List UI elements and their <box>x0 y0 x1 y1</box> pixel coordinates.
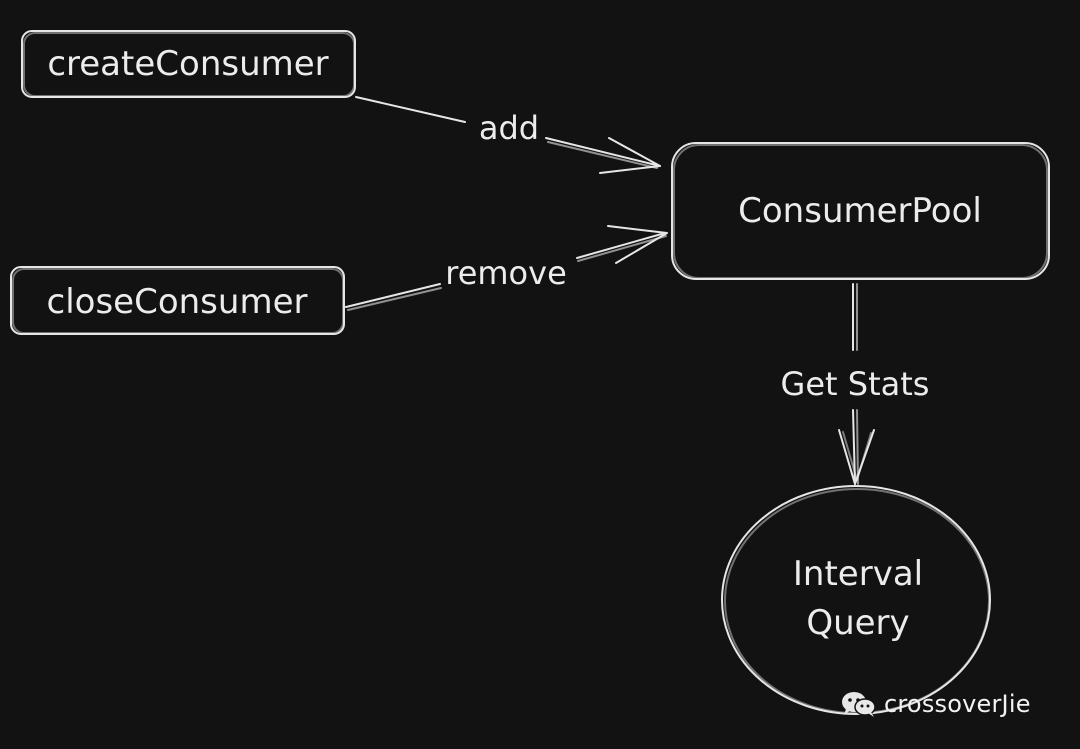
remove-arrowhead <box>607 225 668 264</box>
remove-label: remove <box>445 254 567 292</box>
wechat-icon <box>842 692 876 717</box>
watermark: crossoverJie <box>840 688 1031 720</box>
consumer-pool-node: ConsumerPool <box>671 142 1050 280</box>
watermark-text: crossoverJie <box>884 690 1031 718</box>
get-stats-label: Get Stats <box>781 365 930 403</box>
close-consumer-node: closeConsumer <box>10 266 345 335</box>
add-edge: add <box>355 96 661 174</box>
interval-query-node: Interval Query <box>721 485 991 715</box>
add-arrowhead <box>599 137 661 174</box>
create-consumer-label: createConsumer <box>47 44 328 84</box>
interval-query-label-line2: Query <box>806 603 909 643</box>
add-label: add <box>479 109 539 147</box>
get-stats-edge: Get Stats <box>781 283 930 485</box>
interval-query-label-line1: Interval <box>793 554 923 594</box>
remove-edge: remove <box>345 225 668 311</box>
get-stats-arrowhead <box>838 429 875 485</box>
create-consumer-node: createConsumer <box>21 30 356 98</box>
consumer-pool-label: ConsumerPool <box>738 191 982 231</box>
close-consumer-label: closeConsumer <box>47 282 308 322</box>
